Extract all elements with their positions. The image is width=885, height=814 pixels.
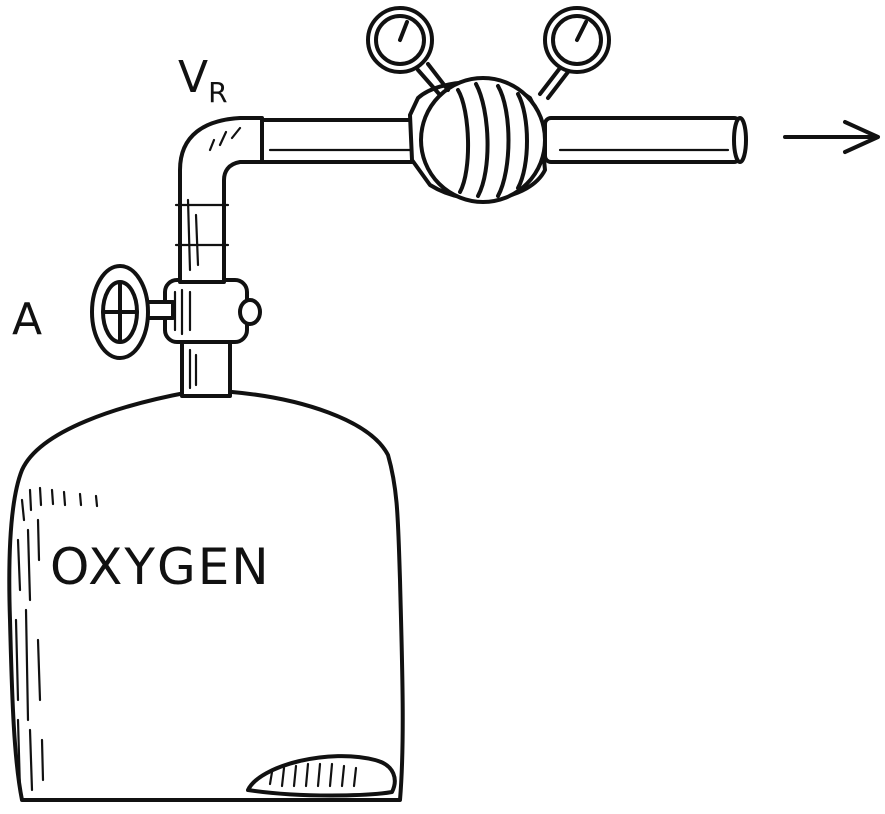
cylinder-base-opening (246, 754, 397, 798)
valve-label: A (12, 294, 42, 345)
cylinder-shading (14, 486, 99, 792)
oxygen-cylinder (7, 390, 405, 802)
valve-handwheel (90, 264, 175, 360)
flow-arrow (783, 120, 880, 154)
valve-body (163, 278, 262, 344)
cylinder-label: OXYGEN (50, 538, 271, 596)
cylinder-neck (180, 336, 232, 398)
regulator-label: VR (178, 52, 228, 109)
outlet-pipe (543, 116, 748, 164)
gauge-stems (416, 62, 570, 100)
pipe-to-regulator (260, 118, 424, 164)
pressure-regulator (408, 76, 547, 204)
left-pressure-gauge (366, 6, 434, 74)
right-pressure-gauge (543, 6, 611, 74)
supply-pipe (174, 116, 264, 284)
